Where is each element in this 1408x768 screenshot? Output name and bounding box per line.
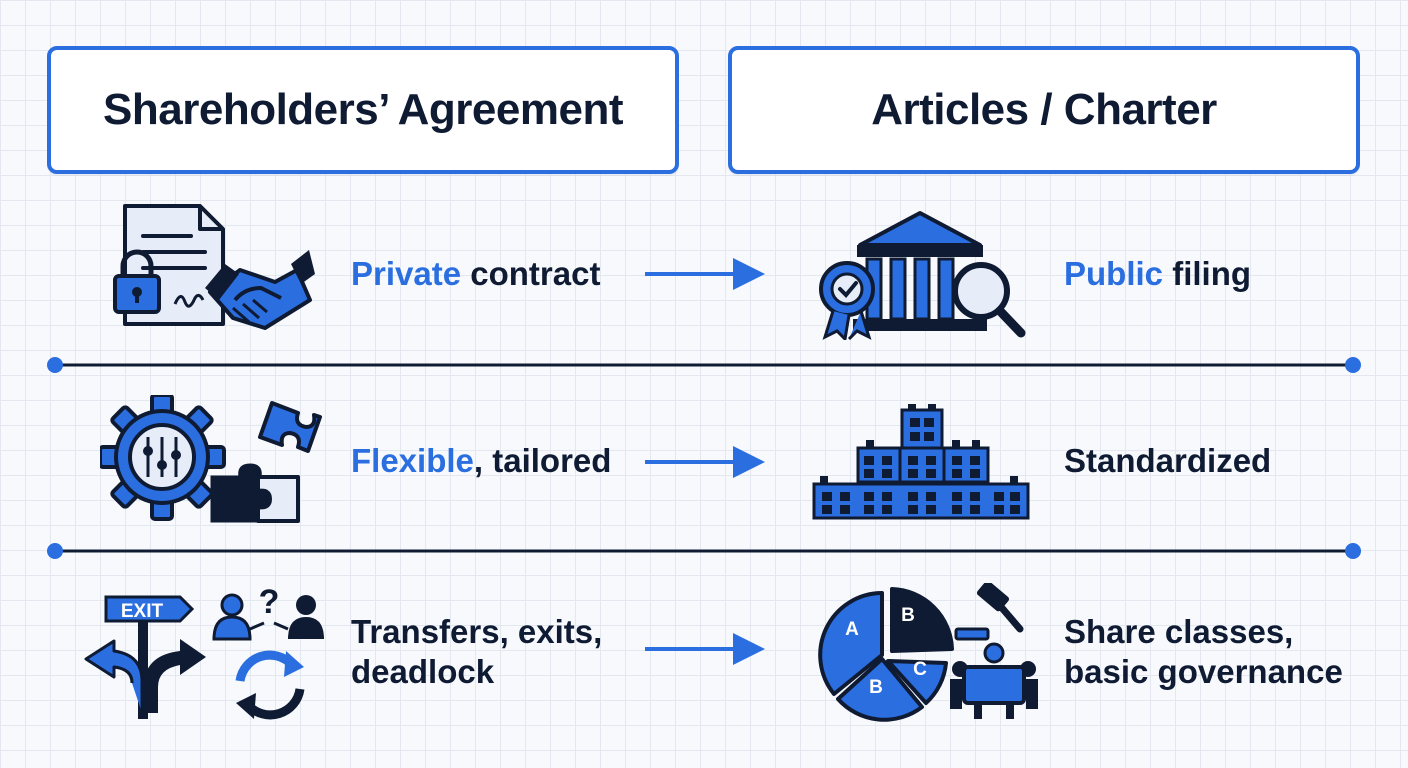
row2-left-rest: , tailored: [473, 442, 612, 479]
contract-handshake-icon: [113, 204, 315, 330]
row1-left-label: Private contract: [351, 254, 600, 294]
row1-right-highlight: Public: [1064, 255, 1164, 292]
row3-left-line1: Transfers, exits,: [351, 613, 603, 650]
header-shareholders-agreement: Shareholders’ Agreement: [47, 46, 679, 174]
divider-1: [47, 357, 1361, 373]
pie-label-c: C: [913, 659, 927, 680]
row3-left-line2: deadlock: [351, 653, 495, 690]
pie-label-a: A: [845, 619, 859, 640]
public-building-icon: [819, 211, 1026, 340]
header-right-title: Articles / Charter: [871, 85, 1217, 134]
row3-right-line2: basic governance: [1064, 653, 1343, 690]
gavel-icon: [954, 583, 1024, 641]
pie-label-b-top: B: [901, 605, 915, 626]
row2-left-label: Flexible, tailored: [351, 441, 611, 481]
share-classes-governance-icon: A B C B: [818, 583, 1038, 722]
meeting-table-icon: [950, 642, 1038, 719]
row3-right-line1: Share classes,: [1064, 613, 1294, 650]
row2-right-label: Standardized: [1064, 441, 1271, 481]
row1-left-highlight: Private: [351, 255, 462, 292]
row1-right-rest: filing: [1163, 255, 1252, 292]
header-left-title: Shareholders’ Agreement: [103, 85, 623, 134]
pie-label-b-bottom: B: [869, 677, 883, 698]
exit-paths-icon: EXIT ?: [84, 583, 324, 720]
row2-left-highlight: Flexible: [351, 442, 474, 479]
row2-right-rest: Standardized: [1064, 442, 1272, 479]
gear-puzzle-icon: [100, 395, 322, 523]
row1-left-rest: contract: [461, 255, 601, 292]
exit-sign-text: EXIT: [121, 601, 164, 622]
divider-2: [47, 543, 1361, 559]
row3-arrow-icon: [645, 633, 765, 665]
row1-arrow-icon: [645, 258, 765, 290]
blocks-grid-icon: [812, 404, 1030, 520]
row2-arrow-icon: [645, 446, 765, 478]
header-articles-charter: Articles / Charter: [728, 46, 1360, 174]
row1-right-label: Public filing: [1064, 254, 1251, 294]
question-mark-text: ?: [259, 583, 280, 621]
